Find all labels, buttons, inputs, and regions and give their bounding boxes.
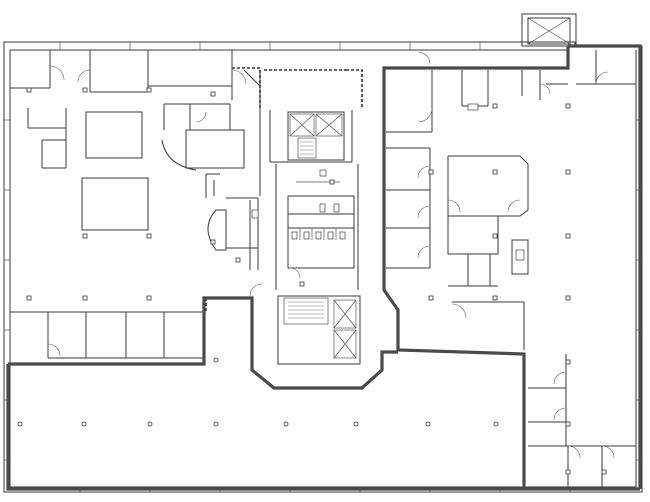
- restrooms: [275, 164, 359, 290]
- rooftop-hatch: [521, 13, 577, 47]
- offices-lower-left: [10, 311, 204, 359]
- tenant-boundary-lower: [6, 296, 524, 491]
- stair-north: [269, 110, 353, 163]
- structural-columns: [17, 87, 607, 475]
- tenant-boundary-right: [382, 44, 642, 491]
- core-boundary-dashed: [205, 67, 363, 312]
- doors: [47, 51, 615, 459]
- stair-south: [277, 295, 361, 365]
- exterior-wall: [3, 41, 643, 493]
- offices-right: [386, 50, 636, 487]
- offices-upper-left: [10, 50, 261, 270]
- fixtures: [251, 103, 525, 261]
